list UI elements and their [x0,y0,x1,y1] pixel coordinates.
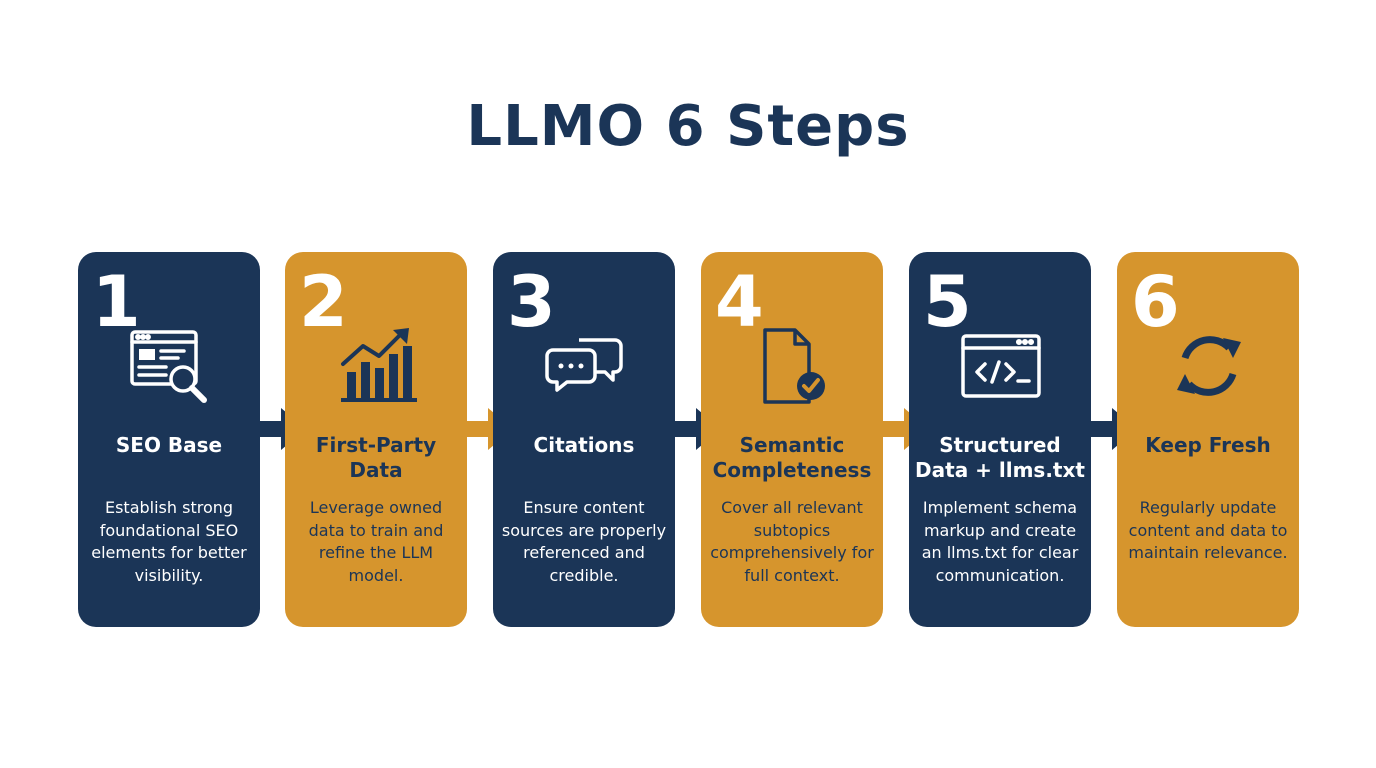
step-card-5: 5 Structured Data + llms.txt Implement s… [909,252,1091,627]
step-title: Semantic Completeness [712,433,872,482]
step-number: 5 [923,261,972,343]
step-number: 3 [507,261,556,343]
step-number: 4 [715,261,764,343]
page-title: LLMO 6 Steps [466,94,910,159]
step-description: Ensure content sources are properly refe… [501,498,667,585]
document-check-icon [751,324,835,408]
step-title: SEO Base [115,433,223,457]
step-description: Establish strong foundational SEO elemen… [91,498,247,585]
step-description: Cover all relevant subtopics comprehensi… [710,498,874,585]
step-title: First-Party Data [315,433,437,482]
step-description: Leverage owned data to train and refine … [308,498,444,585]
browser-search-icon [128,324,212,408]
arrow-right-icon [882,404,932,454]
refresh-icon [1167,324,1251,408]
chat-bubbles-icon [543,324,627,408]
step-number: 1 [92,261,141,343]
step-description: Regularly update content and data to mai… [1128,498,1288,562]
arrow-right-icon [1090,404,1140,454]
arrow-right-icon [259,404,309,454]
step-title: Keep Fresh [1145,433,1271,457]
arrow-right-icon [674,404,724,454]
step-number: 2 [299,261,348,343]
code-window-icon [959,324,1043,408]
bar-chart-trend-icon [335,324,419,408]
step-number: 6 [1131,261,1180,343]
step-card-2: 2 First-Party Data Leverage owned data t… [285,252,467,627]
arrow-right-icon [466,404,516,454]
step-card-4: 4 Semantic Completeness Cover all releva… [701,252,883,627]
step-card-3: 3 Citations Ensure content sources are p… [493,252,675,627]
step-card-1: 1 SEO Base Establish strong foundational… [78,252,260,627]
step-title: Citations [533,433,635,457]
step-card-6: 6 Keep Fresh Regularly update content an… [1117,252,1299,627]
step-title: Structured Data + llms.txt [915,433,1085,482]
step-description: Implement schema markup and create an ll… [921,498,1079,585]
